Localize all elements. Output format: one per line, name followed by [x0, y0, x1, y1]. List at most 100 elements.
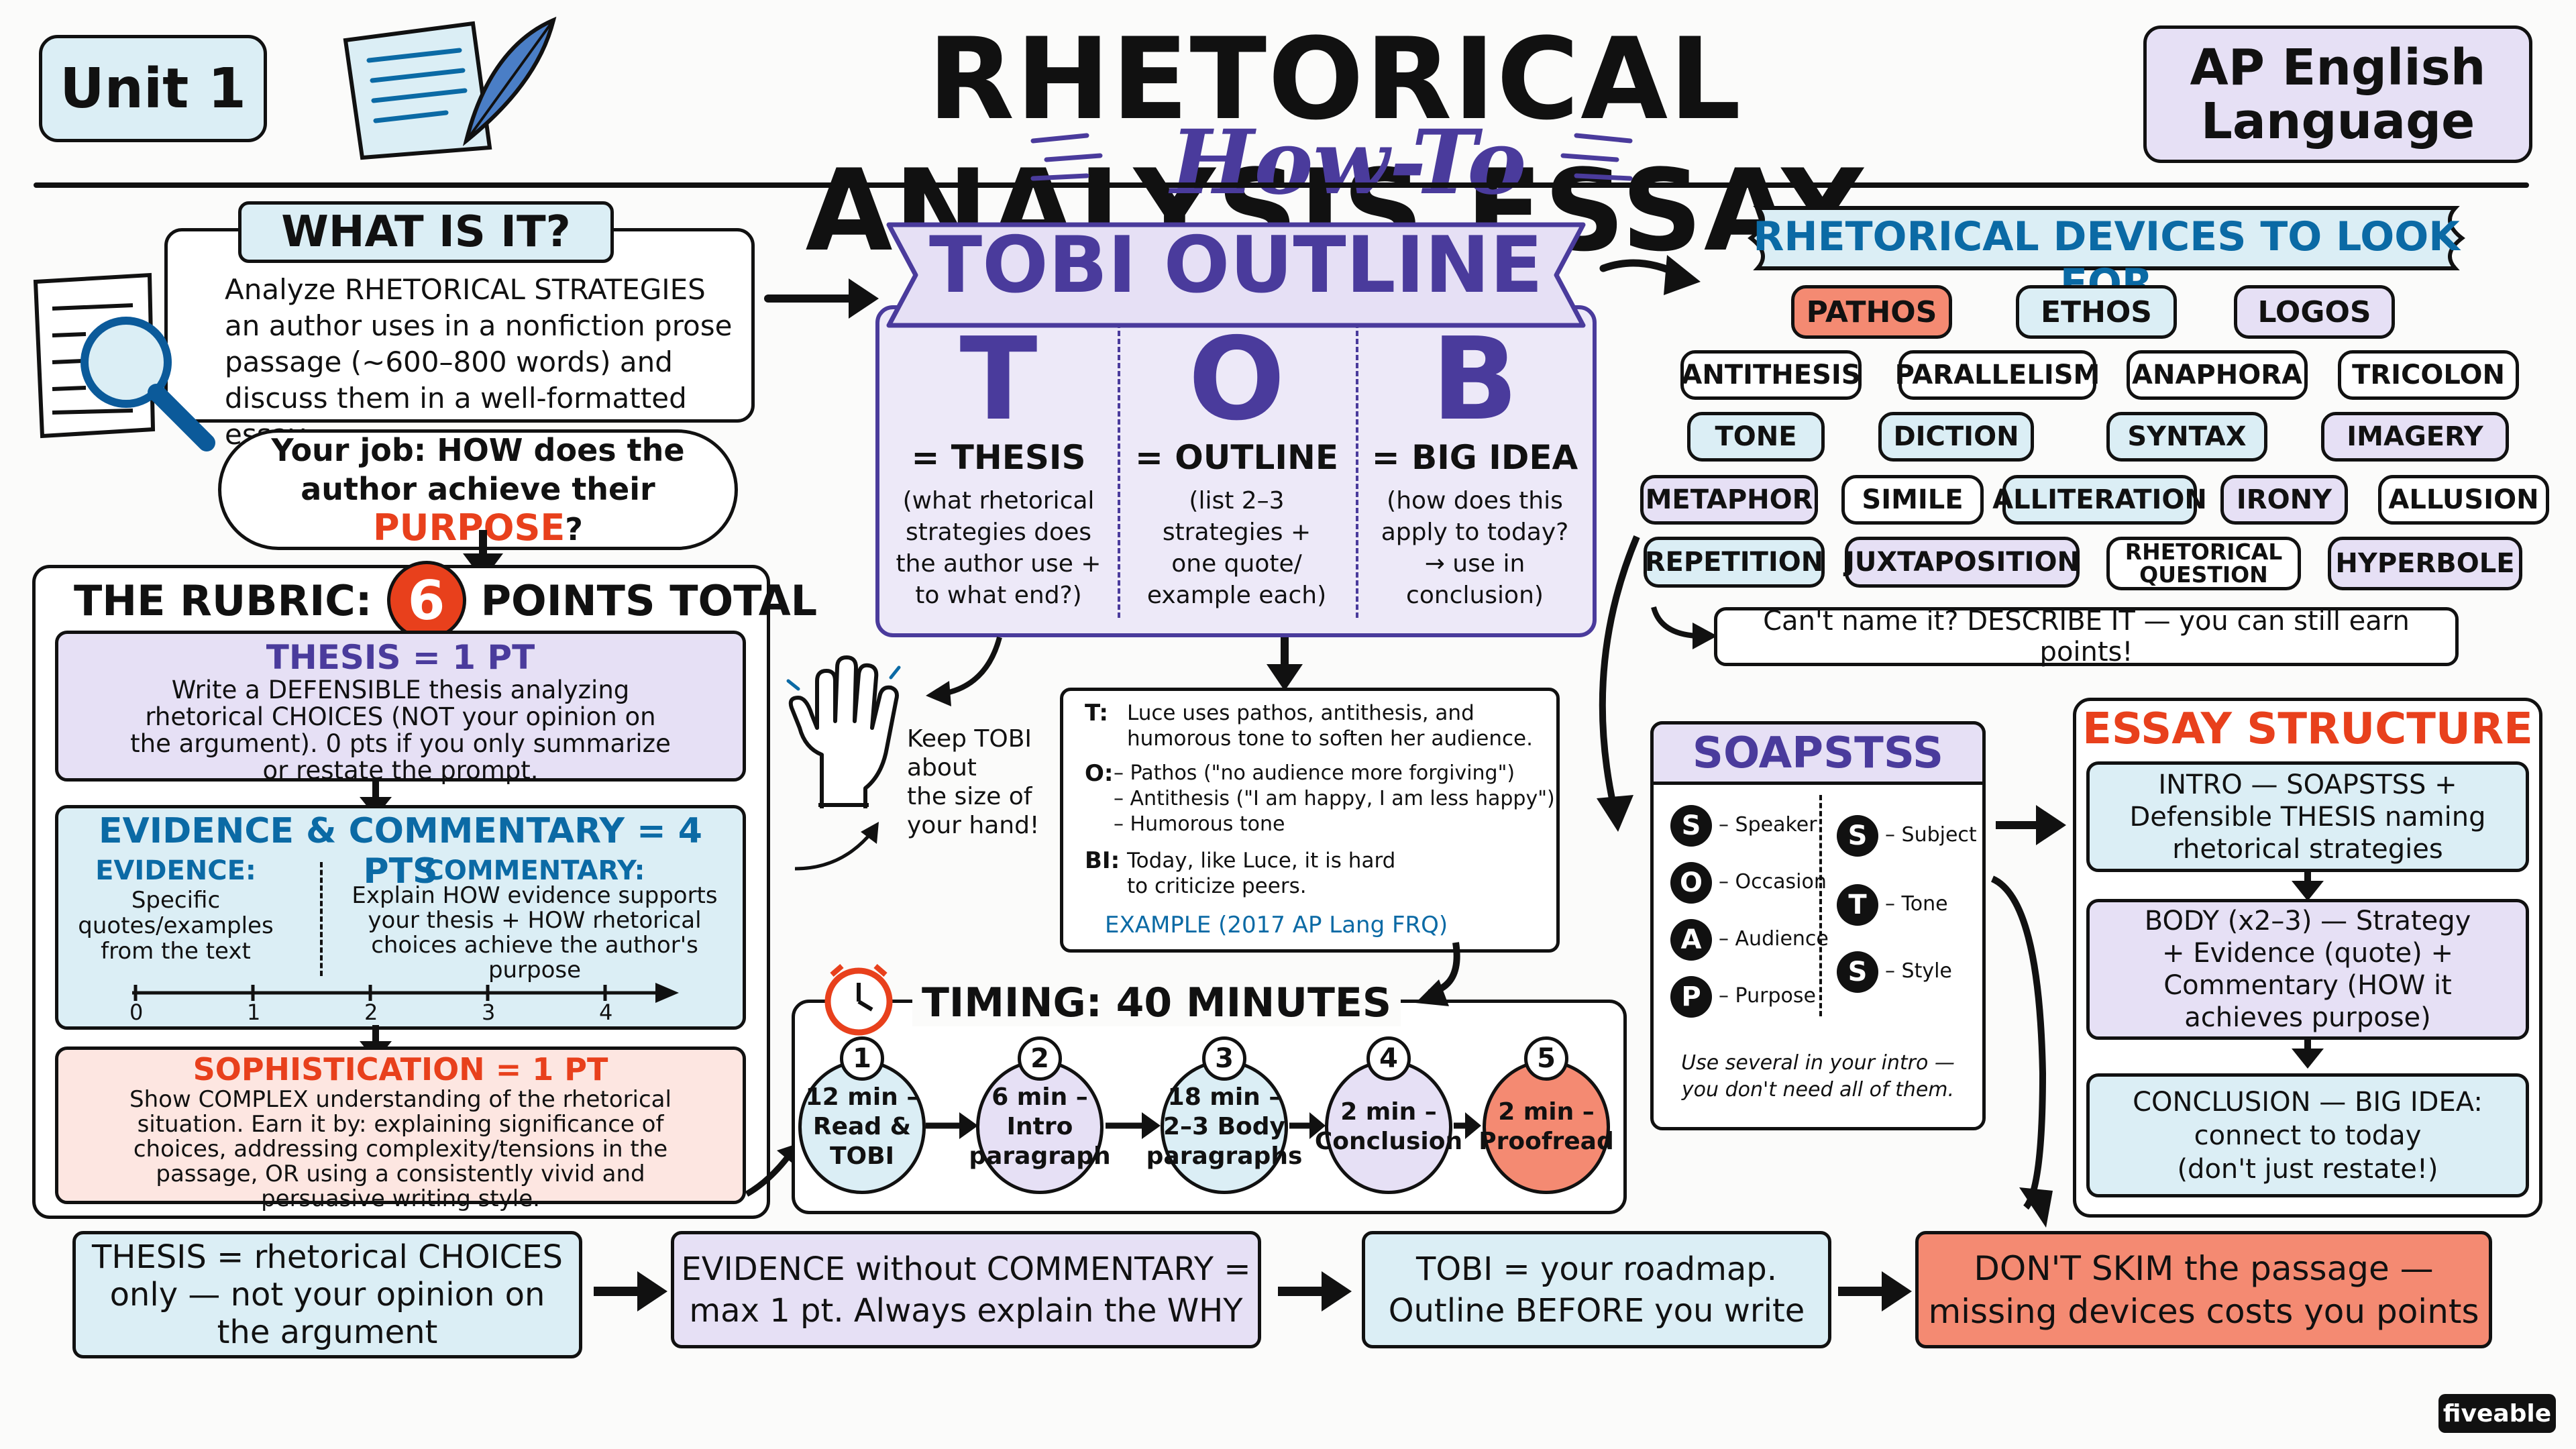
arrow-what-to-tobi [764, 278, 879, 319]
brand-logo: fiveable [2438, 1394, 2556, 1433]
purpose-word: PURPOSE [373, 506, 566, 549]
device-tone: TONE [1687, 412, 1825, 462]
device-imagery: IMAGERY [2321, 412, 2509, 462]
scale-tick-1: 1 [247, 1000, 261, 1025]
what-is-it-heading-box: WHAT IS IT? [238, 201, 614, 263]
device-rhetorical-question: RHETORICAL QUESTION [2106, 537, 2301, 590]
sophistication-title: SOPHISTICATION = 1 PT [193, 1051, 608, 1087]
evidence-point-title: EVIDENCE & COMMENTARY = 4 PTS [99, 811, 702, 892]
soap-t-letter: T [1837, 884, 1878, 926]
tobi-example-panel: T: Luce uses pathos, antithesis, and hum… [1060, 688, 1560, 953]
arrow-example-to-timing [1415, 942, 1460, 1006]
soap-occasion: – Occasion [1719, 870, 1827, 894]
timing-arrows [926, 1112, 1481, 1139]
your-job-end: ? [565, 511, 583, 547]
soap-subject: – Subject [1885, 823, 1977, 847]
thesis-point-body: Write a DEFENSIBLE thesis analyzing rhet… [130, 676, 671, 785]
timing-step-2-num: 2 [1018, 1036, 1062, 1081]
soap-s-subject-letter: S [1837, 815, 1878, 857]
timing-step-5-text: 2 min – Proofread [1479, 1098, 1614, 1155]
tobi-banner-shape [886, 222, 1586, 328]
soapstss-title: SOAPSTSS [1692, 728, 1944, 778]
evidence-head: EVIDENCE: [95, 855, 256, 886]
example-bi-text: Today, like Luce, it is hard to criticiz… [1127, 849, 1396, 898]
course-label: AP English Language [2190, 38, 2486, 150]
device-antithesis: ANTITHESIS [1680, 350, 1862, 400]
timing-step-3-num: 3 [1202, 1036, 1246, 1081]
arrow-tobi-to-example [1267, 637, 1303, 691]
device-pathos: PATHOS [1791, 285, 1952, 339]
scale-tick-4: 4 [599, 1000, 613, 1025]
what-is-it-heading: WHAT IS IT? [281, 207, 571, 257]
soap-tone: – Tone [1885, 892, 1948, 916]
tobi-name-t: = THESIS [911, 438, 1086, 477]
devices-note-box: Can't name it? DESCRIBE IT — you can sti… [1714, 606, 2459, 667]
commentary-body: Explain HOW evidence supports your thesi… [352, 882, 718, 983]
timing-step-3-text: 18 min – 2–3 Body paragraphs [1146, 1083, 1303, 1170]
soap-style: – Style [1885, 959, 1952, 983]
tip-tobi-text: TOBI = your roadmap. Outline BEFORE you … [1388, 1250, 1805, 1330]
your-job-lead: Your job: HOW does the author achieve th… [271, 432, 685, 507]
scale-tick-0: 0 [129, 1000, 144, 1025]
structure-conclusion: CONCLUSION — BIG IDEA: connect to today … [2086, 1073, 2529, 1197]
tip-evidence: EVIDENCE without COMMENTARY = max 1 pt. … [671, 1231, 1261, 1348]
tip-tobi: TOBI = your roadmap. Outline BEFORE you … [1362, 1231, 1831, 1348]
evidence-point-box: EVIDENCE & COMMENTARY = 4 PTS EVIDENCE: … [55, 805, 746, 1030]
tip-thesis: THESIS = rhetorical CHOICES only — not y… [72, 1231, 582, 1358]
tobi-col-thesis: T = THESIS (what rhetorical strategies d… [879, 323, 1118, 611]
devices-banner-shape [1748, 206, 2465, 270]
document-quill-icon [343, 16, 557, 160]
evidence-divider [320, 862, 323, 976]
soap-p-letter: P [1670, 976, 1712, 1018]
structure-conclusion-text: CONCLUSION — BIG IDEA: connect to today … [2133, 1086, 2483, 1185]
timing-step-4-num: 4 [1366, 1036, 1411, 1081]
structure-title: ESSAY STRUCTURE [2082, 704, 2533, 754]
unit-badge: Unit 1 [39, 35, 267, 142]
example-o-text: – Pathos ("no audience more forgiving") … [1114, 761, 1555, 836]
unit-label: Unit 1 [60, 56, 246, 121]
hand-icon [786, 655, 901, 808]
arrow-hand-curl [794, 822, 879, 871]
commentary-head: COMMENTARY: [424, 855, 645, 886]
rubric-points-badge: 6 [386, 561, 466, 640]
scale-tick-2: 2 [364, 1000, 378, 1025]
soap-o-letter: O [1670, 862, 1712, 904]
tobi-banner-title: TOBI OUTLINE [928, 220, 1544, 311]
sophistication-point-box: SOPHISTICATION = 1 PT Show COMPLEX under… [55, 1046, 746, 1212]
device-anaphora: ANAPHORA [2127, 350, 2308, 400]
thesis-point-box: THESIS = 1 PT Write a DEFENSIBLE thesis … [55, 631, 746, 785]
device-diction: DICTION [1878, 412, 2034, 462]
clock-icon [824, 963, 893, 1036]
arrow-tip-3 [1838, 1271, 1912, 1311]
example-o-label: O: [1085, 760, 1114, 787]
timing-step-1: 12 min – Read & TOBI [798, 1060, 926, 1194]
device-simile: SIMILE [1841, 475, 1984, 525]
timing-step-1-num: 1 [840, 1036, 884, 1081]
device-irony: IRONY [2220, 475, 2348, 525]
soapstss-note: Use several in your intro — you don't ne… [1681, 1051, 1955, 1102]
device-parallelism: PARALLELISM [1895, 350, 2100, 400]
device-repetition: REPETITION [1644, 537, 1825, 588]
structure-body-text: BODY (x2–3) — Strategy + Evidence (quote… [2144, 906, 2471, 1033]
structure-intro-text: INTRO — SOAPSTSS + Defensible THESIS nam… [2129, 769, 2486, 865]
magnifier-document-icon [33, 272, 215, 451]
soap-s-speaker-letter: S [1670, 805, 1712, 847]
rubric-pre: THE RUBRIC: [74, 576, 372, 625]
arrow-devices-note [1651, 606, 1717, 649]
arrow-structure-loop [1990, 875, 2053, 1228]
soap-audience: – Audience [1719, 927, 1829, 951]
arrow-body-to-conclusion [2292, 1036, 2324, 1069]
tip-skim: DON'T SKIM the passage — missing devices… [1915, 1231, 2492, 1348]
tip-evidence-text: EVIDENCE without COMMENTARY = max 1 pt. … [681, 1250, 1251, 1330]
device-alliteration: ALLITERATION [1992, 475, 2207, 525]
sophistication-body: Show COMPLEX understanding of the rhetor… [129, 1086, 672, 1212]
device-hyperbole: HYPERBOLE [2328, 537, 2522, 590]
arrow-intro-to-body [2292, 869, 2324, 901]
example-t-text: Luce uses pathos, antithesis, and humoro… [1127, 701, 1533, 751]
soap-speaker: – Speaker [1719, 813, 1817, 837]
rubric-post: POINTS TOTAL [480, 576, 818, 625]
tobi-letter-b: B [1431, 313, 1519, 446]
thesis-point-title: THESIS = 1 PT [266, 638, 535, 677]
page-subtitle: How-To [1170, 111, 1527, 215]
devices-note: Can't name it? DESCRIBE IT — you can sti… [1763, 606, 2410, 667]
